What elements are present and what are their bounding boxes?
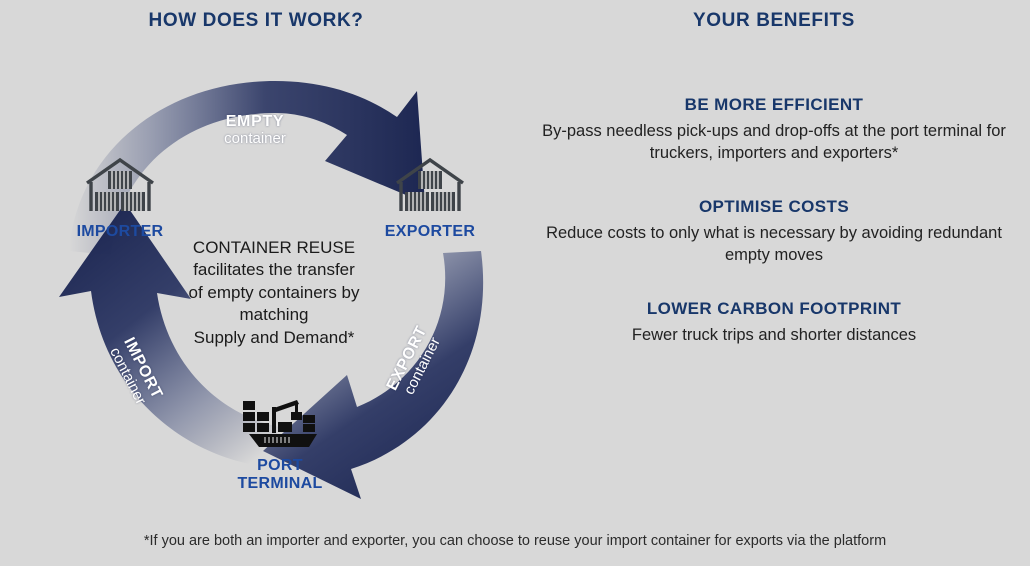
- benefit-item: BE MORE EFFICIENT By-pass needless pick-…: [528, 95, 1020, 164]
- section-title-your-benefits: YOUR BENEFITS: [693, 10, 855, 31]
- container-reuse-cycle-diagram: IMPORTER EX: [25, 55, 525, 525]
- arrow-label-empty-title: EMPTY: [225, 113, 285, 130]
- container-ship-crane-icon: [243, 400, 317, 447]
- benefit-body: By-pass needless pick-ups and drop-offs …: [542, 122, 1006, 163]
- arrow-label-empty-subtitle: container: [224, 129, 286, 147]
- benefit-item: LOWER CARBON FOOTPRINT Fewer truck trips…: [528, 299, 1020, 346]
- warehouse-containers-icon: [396, 157, 464, 211]
- arrow-label-empty-container: EMPTY container: [185, 113, 325, 148]
- node-label-port-terminal: PORT TERMINAL: [237, 457, 323, 493]
- footnote: *If you are both an importer and exporte…: [143, 533, 887, 549]
- node-label-importer: IMPORTER: [76, 223, 164, 240]
- benefit-title: LOWER CARBON FOOTPRINT: [646, 299, 902, 319]
- node-port-terminal: PORT TERMINAL: [205, 395, 355, 494]
- node-label-exporter: EXPORTER: [384, 223, 476, 240]
- arrow-import-container: [59, 203, 279, 467]
- node-importer: IMPORTER: [45, 155, 195, 241]
- section-title-how-it-works: HOW DOES IT WORK?: [148, 10, 364, 31]
- cycle-centre-text: CONTAINER REUSE facilitates the transfer…: [188, 238, 360, 347]
- arrow-empty-container: [69, 81, 425, 255]
- benefits-list: BE MORE EFFICIENT By-pass needless pick-…: [528, 95, 1020, 380]
- warehouse-containers-icon: [86, 157, 154, 211]
- benefit-title: BE MORE EFFICIENT: [684, 95, 864, 114]
- benefit-title: OPTIMISE COSTS: [698, 197, 850, 217]
- node-exporter: EXPORTER: [355, 155, 505, 241]
- arrow-export-container: [263, 251, 484, 499]
- benefit-body: Reduce costs to only what is necessary b…: [546, 224, 1002, 265]
- cycle-arrows-svg: [59, 81, 484, 499]
- benefit-item: OPTIMISE COSTS Reduce costs to only what…: [528, 197, 1020, 266]
- benefit-body: Fewer truck trips and shorter distances: [631, 326, 917, 345]
